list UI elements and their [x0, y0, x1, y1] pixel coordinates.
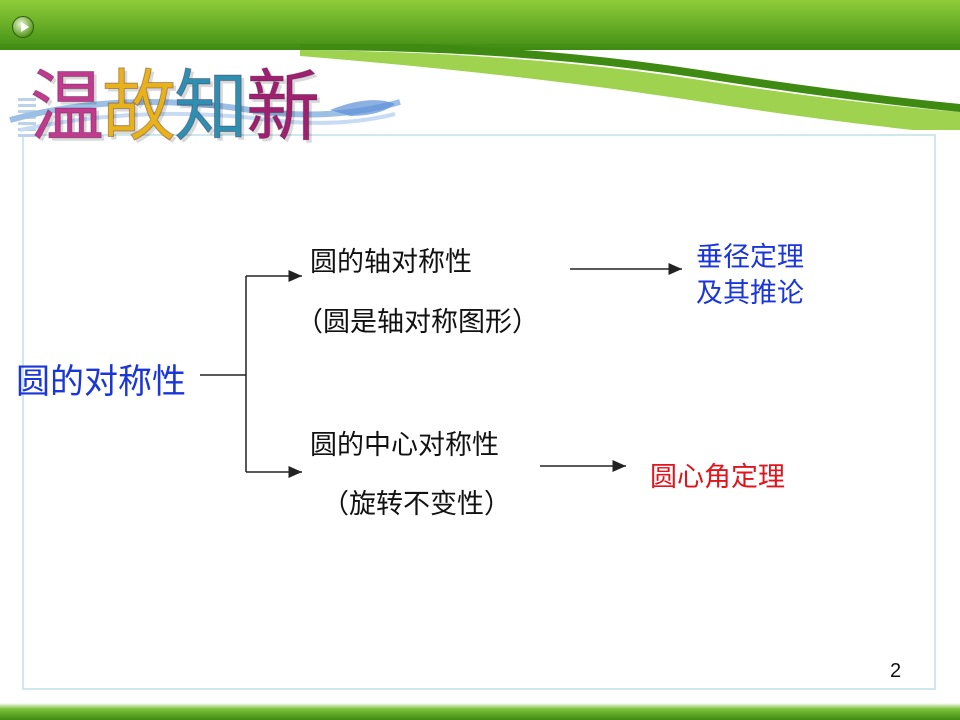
result-central-angle-theorem: 圆心角定理 [650, 462, 785, 493]
page-number: 2 [890, 660, 902, 682]
play-icon[interactable] [12, 16, 34, 38]
result-line-1: 垂径定理 [696, 242, 804, 273]
title-char-1: 温 [30, 61, 105, 153]
title-wave-decoration [9, 99, 401, 132]
branch-center-note: （旋转不变性） [322, 489, 511, 520]
branch-center-label: 圆的中心对称性 [310, 430, 499, 461]
diagram-root-label: 圆的对称性 [16, 362, 186, 402]
content-frame [22, 134, 936, 690]
bottom-banner [0, 703, 960, 720]
title-char-4: 新 [246, 61, 321, 153]
branch-axis-label: 圆的轴对称性 [310, 247, 472, 278]
result-perpendicular-diameter-theorem: 垂径定理 及其推论 [696, 240, 804, 312]
banner-curve [0, 0, 960, 130]
branch-axis-note: （圆是轴对称图形） [296, 307, 539, 338]
title-char-2: 故 [102, 61, 177, 153]
slide-title: 温故知新 [30, 52, 321, 162]
result-line-2: 及其推论 [696, 278, 804, 309]
title-char-3: 知 [174, 61, 249, 153]
